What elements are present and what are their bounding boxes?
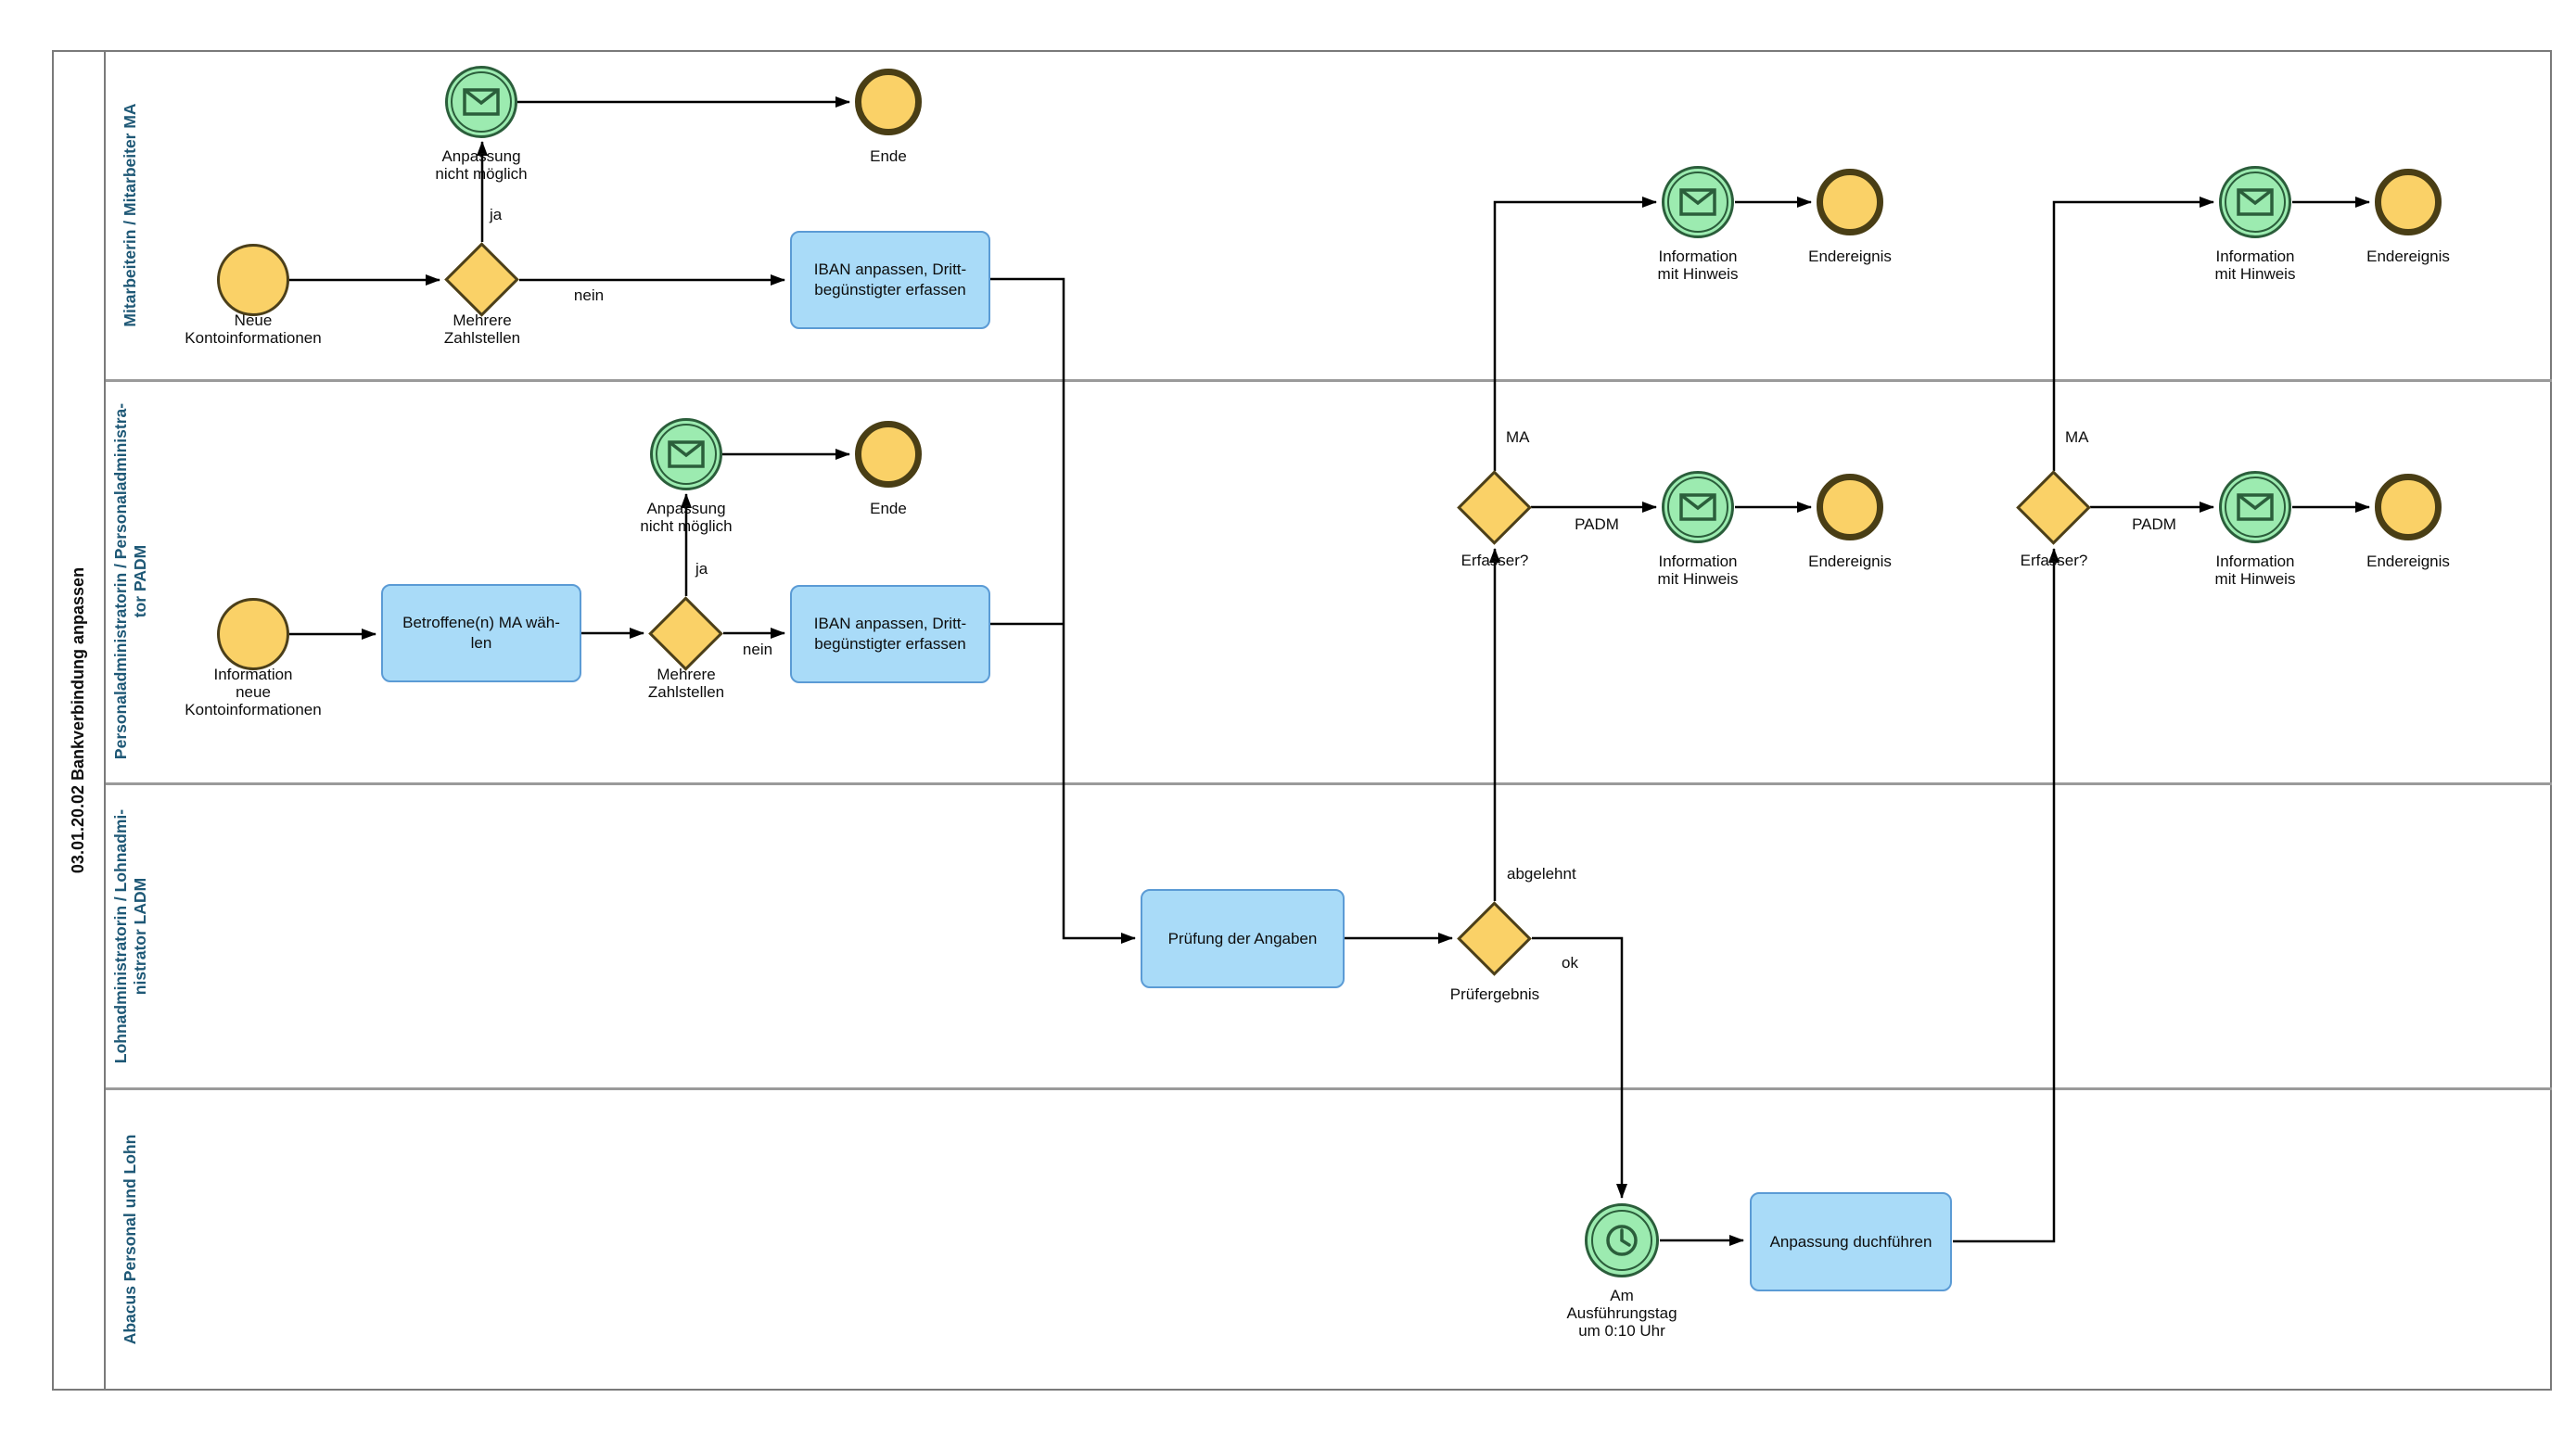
end-event-endereignis-padm-1 (1817, 474, 1883, 540)
flow-label-ma-1: MA (1506, 428, 1530, 446)
flow-erfasser1-ma (1493, 197, 1657, 471)
gateway-label: Erfasser? (2020, 552, 2088, 569)
lane-separator-1 (106, 379, 2552, 382)
task-pruefung-der-angaben: Prüfung der Angaben (1141, 889, 1345, 988)
flow-label-abgelehnt: abgelehnt (1507, 865, 1576, 883)
gateway-label: Prüfergebnis (1449, 985, 1540, 1003)
message-event-anpassung-nicht-moeglich-padm (650, 418, 722, 490)
message-event-label: Information mit Hinweis (1657, 248, 1739, 283)
timer-event-label: Am Ausführungstag um 0:10 Uhr (1566, 1287, 1677, 1340)
end-event-label: Endereignis (2366, 553, 2450, 570)
start-event-label: Neue Kontoinformationen (185, 311, 322, 347)
envelope-icon (2237, 493, 2274, 521)
end-event-endereignis-ma-2 (2375, 169, 2442, 235)
message-event-label: Anpassung nicht möglich (435, 147, 528, 183)
flow-erfasser2-ma (2052, 197, 2214, 471)
gateway-label: Mehrere Zahlstellen (443, 311, 521, 347)
start-event-neue-kontoinformationen (217, 244, 289, 316)
end-event-label: Ende (870, 147, 907, 165)
end-event-label: Endereignis (2366, 248, 2450, 265)
flow-label-padm-2: PADM (2132, 515, 2176, 533)
end-event-ende-ma (855, 69, 922, 135)
message-event-information-hinweis-padm-1 (1662, 471, 1734, 543)
message-event-ring (2225, 477, 2286, 538)
end-event-endereignis-ma-1 (1817, 169, 1883, 235)
message-event-label: Information mit Hinweis (1657, 553, 1739, 588)
flow-label-padm-1: PADM (1575, 515, 1619, 533)
message-event-anpassung-nicht-moeglich-ma (445, 66, 517, 138)
pool-border (52, 50, 2552, 1391)
message-event-label: Information mit Hinweis (2214, 553, 2296, 588)
flow-label-nein-padm: nein (742, 641, 773, 658)
message-event-information-hinweis-ma-1 (1662, 166, 1734, 238)
gateway-label: Mehrere Zahlstellen (647, 666, 725, 701)
flow-label-ok: ok (1562, 954, 1578, 972)
task-iban-anpassen-ma: IBAN anpassen, Dritt- begünstigter erfas… (790, 231, 990, 329)
lane-separator-3 (106, 1087, 2552, 1090)
envelope-icon (463, 88, 500, 116)
flow-pruefergebnis-ok (1532, 936, 1627, 1199)
timer-event-ring (1591, 1210, 1652, 1271)
end-event-label: Endereignis (1808, 553, 1892, 570)
message-event-label: Anpassung nicht möglich (640, 500, 733, 535)
task-betroffene-ma-waehlen: Betroffene(n) MA wäh- len (381, 584, 581, 682)
envelope-icon (1679, 188, 1716, 216)
flow-task-iban-ma-to-pruefung (990, 277, 1136, 944)
end-event-ende-padm (855, 421, 922, 488)
message-event-ring (1667, 172, 1728, 233)
envelope-icon (2237, 188, 2274, 216)
timer-event-ausfuehrungstag (1585, 1203, 1659, 1277)
message-event-label: Information mit Hinweis (2214, 248, 2296, 283)
message-event-information-hinweis-ma-2 (2219, 166, 2291, 238)
flow-label-ja-padm: ja (695, 560, 708, 578)
flow-label-nein-ma: nein (573, 286, 605, 304)
lane-separator-2 (106, 782, 2552, 785)
flow-label-ja-ma: ja (490, 206, 503, 223)
envelope-icon (1679, 493, 1716, 521)
end-event-label: Ende (870, 500, 907, 517)
flow-anpassung-to-erfasser2 (1953, 548, 2060, 1243)
message-event-information-hinweis-padm-2 (2219, 471, 2291, 543)
envelope-icon (668, 440, 705, 468)
message-event-ring (451, 71, 512, 133)
message-event-ring (1667, 477, 1728, 538)
clock-icon (1606, 1225, 1638, 1256)
end-event-label: Endereignis (1808, 248, 1892, 265)
end-event-endereignis-padm-2 (2375, 474, 2442, 540)
pool-title-divider (104, 50, 106, 1391)
start-event-information-neue-kontoinformationen (217, 598, 289, 670)
gateway-label: Erfasser? (1460, 552, 1529, 569)
task-iban-anpassen-padm: IBAN anpassen, Dritt- begünstigter erfas… (790, 585, 990, 683)
message-event-ring (656, 424, 717, 485)
start-event-label: Information neue Kontoinformationen (185, 666, 322, 718)
task-anpassung-durchfuehren: Anpassung duchführen (1750, 1192, 1952, 1291)
flow-label-ma-2: MA (2065, 428, 2089, 446)
message-event-ring (2225, 172, 2286, 233)
